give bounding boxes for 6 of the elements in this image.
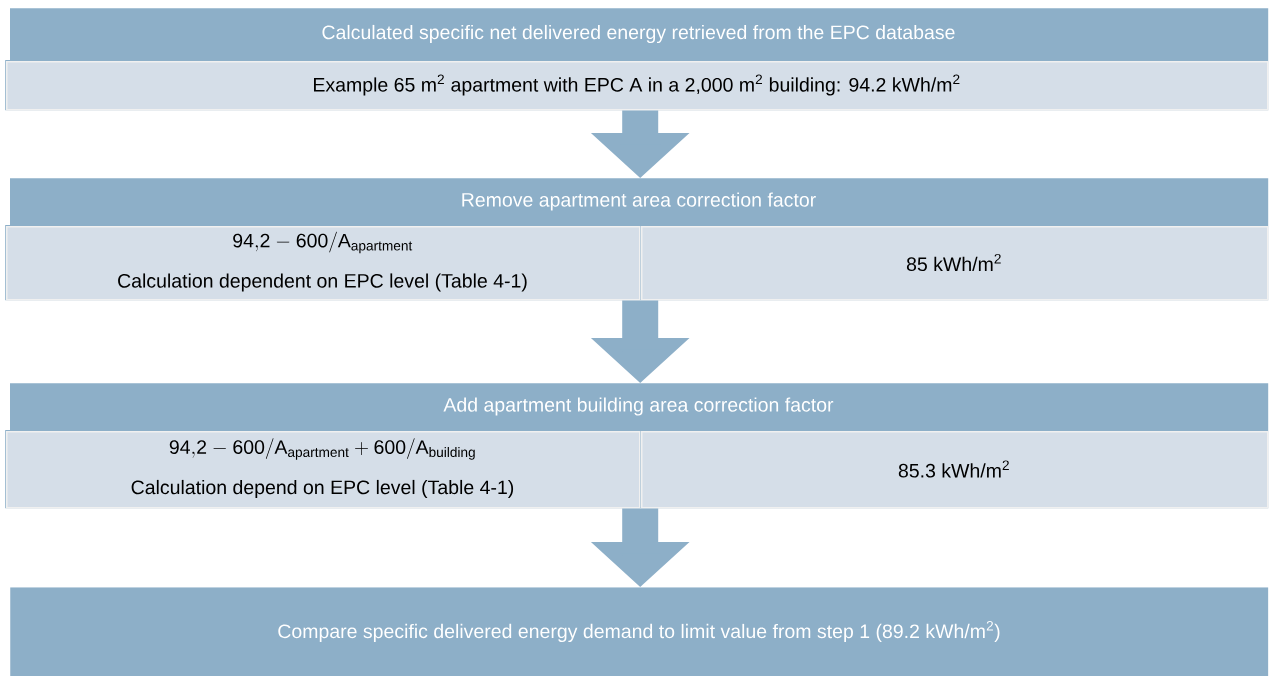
value-box: 85.3 kWh/m$^{2}$ [641,431,1269,509]
calculation-box: $\mathrm{94{,}2 - 600/A_{apartment}}$ Calculation dependent on EPC level (Table 4-1) [6,226,641,301]
calculation-box: $\mathrm{94{,}2 - 600/A_{apartment} + 600/A_{building}}$ Calculation depend on EPC level (Table 4-1) [6,431,641,509]
value-box: Example 65 m$^{2}$ apartment with EPC A in a 2,000 m$^{2}$ building: 94.2 kWh/m$^{2}$ [6,61,1269,111]
value-box: 85 kWh/m$^{2}$ [641,226,1269,301]
result-box: Compare specific delivered energy demand to limit value from step 1 (89.2 kWh/m$^{2}$) [10,587,1269,676]
